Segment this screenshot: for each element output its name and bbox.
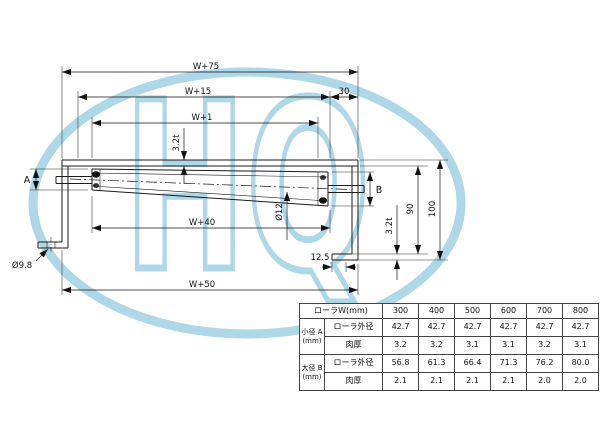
spec-group-small-unit: (mm) xyxy=(302,336,322,345)
part-geometry xyxy=(37,159,365,261)
dim-label-frame-h: 100 xyxy=(428,201,438,217)
spec-width-col: 700 xyxy=(526,303,563,319)
spec-value: 2.1 xyxy=(490,372,527,391)
bearing-seal-right xyxy=(319,197,327,204)
spec-row-label: ローラ外径 xyxy=(324,318,383,337)
spec-value: 2.0 xyxy=(562,372,599,391)
spec-value: 61.3 xyxy=(418,354,455,373)
spec-group-large: 大径 B (mm) xyxy=(299,354,325,391)
spec-value: 56.8 xyxy=(382,354,419,373)
spec-group-small-name: 小径 A xyxy=(301,328,323,337)
spec-value: 71.3 xyxy=(490,354,527,373)
dim-label-shaft-len: W+40 xyxy=(189,218,215,228)
spec-row-label: ローラ外径 xyxy=(324,354,383,373)
dim-label-overall-top: W+75 xyxy=(193,62,219,72)
dim-label-frame-inner-h: 90 xyxy=(406,204,416,215)
spec-value: 66.4 xyxy=(454,354,491,373)
spec-value: 3.2 xyxy=(382,336,419,355)
spec-header-row: ローラW(mm) 300 400 500 600 700 800 xyxy=(299,303,599,319)
extension-lines xyxy=(30,66,448,295)
spec-row-small-od: 小径 A (mm) ローラ外径 42.7 42.7 42.7 42.7 42.7… xyxy=(299,318,599,355)
spec-row-label: 肉厚 xyxy=(324,336,383,355)
spec-group-large-name: 大径 B xyxy=(301,364,323,373)
dim-label-dia-large: B xyxy=(376,185,383,196)
dim-label-flange-lip: 12.5 xyxy=(311,253,330,263)
spec-row-large-thickness: 肉厚 2.1 2.1 2.1 2.1 2.0 2.0 xyxy=(300,372,599,391)
spec-value: 3.2 xyxy=(418,336,455,355)
spec-value: 2.1 xyxy=(454,372,491,391)
spec-value: 42.7 xyxy=(454,318,491,337)
spec-value: 3.1 xyxy=(454,336,491,355)
spec-width-col: 400 xyxy=(418,303,455,319)
spec-value: 76.2 xyxy=(526,354,563,373)
spec-width-col: 500 xyxy=(454,303,491,319)
spec-width-col: 300 xyxy=(382,303,419,319)
spec-value: 2.1 xyxy=(382,372,419,391)
spec-value: 2.0 xyxy=(526,372,563,391)
dim-label-inner-top: W+15 xyxy=(185,87,211,97)
dim-label-overall-bottom: W+50 xyxy=(189,280,215,290)
spec-value: 80.0 xyxy=(562,354,599,373)
spec-value: 3.1 xyxy=(490,336,527,355)
spec-value: 42.7 xyxy=(490,318,527,337)
dim-label-dia-small: A xyxy=(24,175,31,186)
spec-value: 42.7 xyxy=(382,318,419,337)
dimension-lines xyxy=(32,68,444,294)
dim-label-hole-dia: Ø9.8 xyxy=(12,260,32,271)
spec-title-cell: ローラW(mm) xyxy=(299,303,383,319)
spec-value: 42.7 xyxy=(562,318,599,337)
spec-group-large-unit: (mm) xyxy=(302,372,322,381)
watermark-text: HQ xyxy=(124,53,371,323)
dim-label-offset-right: 30 xyxy=(339,87,350,97)
hq-watermark: HQ xyxy=(28,50,466,339)
roller-spec-table: ローラW(mm) 300 400 500 600 700 800 小径 A (m… xyxy=(299,303,599,391)
spec-row-small-thickness: 肉厚 3.2 3.2 3.1 3.1 3.2 3.1 xyxy=(300,336,599,355)
dim-label-shaft-dia: Ø12 xyxy=(274,203,285,221)
spec-value: 3.1 xyxy=(562,336,599,355)
spec-row-label: 肉厚 xyxy=(324,372,383,391)
spec-row-large-od: 大径 B (mm) ローラ外径 56.8 61.3 66.4 71.3 76.2… xyxy=(299,354,599,391)
dim-label-plate-top: 3.2t xyxy=(172,134,182,152)
spec-group-small: 小径 A (mm) xyxy=(299,318,325,355)
bearing-seal-left xyxy=(92,171,100,178)
spec-width-col: 800 xyxy=(562,303,599,319)
spec-value: 3.2 xyxy=(526,336,563,355)
dim-label-roller-face: W+1 xyxy=(192,113,213,123)
bearing-seal-right-upper xyxy=(320,175,326,180)
spec-value: 42.7 xyxy=(526,318,563,337)
spec-value: 42.7 xyxy=(418,318,455,337)
roller-centerline xyxy=(69,178,351,190)
dim-label-plate-bottom: 3.2t xyxy=(385,217,395,235)
dimension-labels: W+75 W+15 30 W+1 3.2t A B W+40 Ø12 3.2t … xyxy=(12,62,438,290)
bearing-seal-left-lower xyxy=(93,183,99,188)
spec-width-col: 600 xyxy=(490,303,527,319)
spec-value: 2.1 xyxy=(418,372,455,391)
